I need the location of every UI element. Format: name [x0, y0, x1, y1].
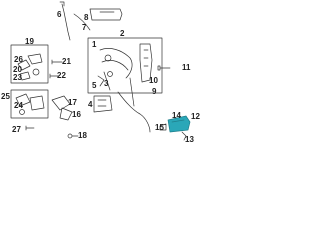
callout-20: 20 — [13, 65, 22, 74]
callout-17: 17 — [68, 98, 77, 107]
callout-7: 7 — [82, 23, 87, 32]
bracket-17 — [51, 95, 71, 111]
callout-10: 10 — [149, 76, 158, 85]
callout-19: 19 — [25, 37, 34, 46]
callout-6: 6 — [57, 10, 62, 19]
callout-21: 21 — [62, 57, 71, 66]
cable-box2 — [99, 48, 133, 79]
actuator-4 — [93, 95, 113, 113]
callout-3: 3 — [104, 79, 109, 88]
callout-2: 2 — [120, 29, 125, 38]
callout-23: 23 — [13, 73, 22, 82]
callout-14: 14 — [172, 111, 181, 120]
clip-13 — [181, 131, 187, 141]
rod-3 — [103, 71, 111, 91]
callout-26: 26 — [14, 55, 23, 64]
callout-16: 16 — [72, 110, 81, 119]
callout-1: 1 — [92, 40, 97, 49]
screw-21 — [51, 59, 63, 65]
bracket-16 — [59, 107, 73, 121]
group-box-24 — [10, 89, 49, 119]
rod-6-clip — [59, 1, 65, 7]
callout-12: 12 — [191, 112, 200, 121]
clip-15 — [159, 123, 167, 131]
bracket-7 — [89, 8, 123, 21]
cable-9 — [117, 91, 151, 133]
callout-13: 13 — [185, 135, 194, 144]
screw-11 — [157, 65, 171, 71]
callout-9: 9 — [152, 87, 157, 96]
screw-27 — [25, 125, 35, 131]
parts-diagram: 1 2 3 4 5 6 7 8 9 10 11 12 13 14 15 16 1… — [0, 0, 200, 147]
callout-11: 11 — [182, 63, 191, 72]
callout-18: 18 — [78, 131, 87, 140]
callout-25: 25 — [1, 92, 10, 101]
callout-24: 24 — [14, 101, 23, 110]
part-26 — [15, 93, 31, 107]
screw-22 — [49, 73, 59, 79]
callout-5: 5 — [92, 81, 97, 90]
cable-8 — [73, 13, 91, 31]
callout-27: 27 — [12, 125, 21, 134]
callout-4: 4 — [88, 100, 93, 109]
group-box-19 — [10, 44, 49, 84]
handle-12-trim — [171, 119, 185, 123]
callout-22: 22 — [57, 71, 66, 80]
group-box-2 — [87, 37, 163, 94]
part-23 — [19, 71, 31, 81]
rod-10 — [129, 77, 135, 107]
callout-15: 15 — [155, 123, 164, 132]
callout-8: 8 — [84, 13, 89, 22]
rod-6 — [61, 3, 71, 41]
part-20 — [17, 59, 31, 71]
handle-14 — [167, 115, 191, 133]
latch-assembly-1 — [139, 43, 153, 83]
screw-18 — [67, 133, 73, 139]
exploded-view — [10, 1, 191, 141]
